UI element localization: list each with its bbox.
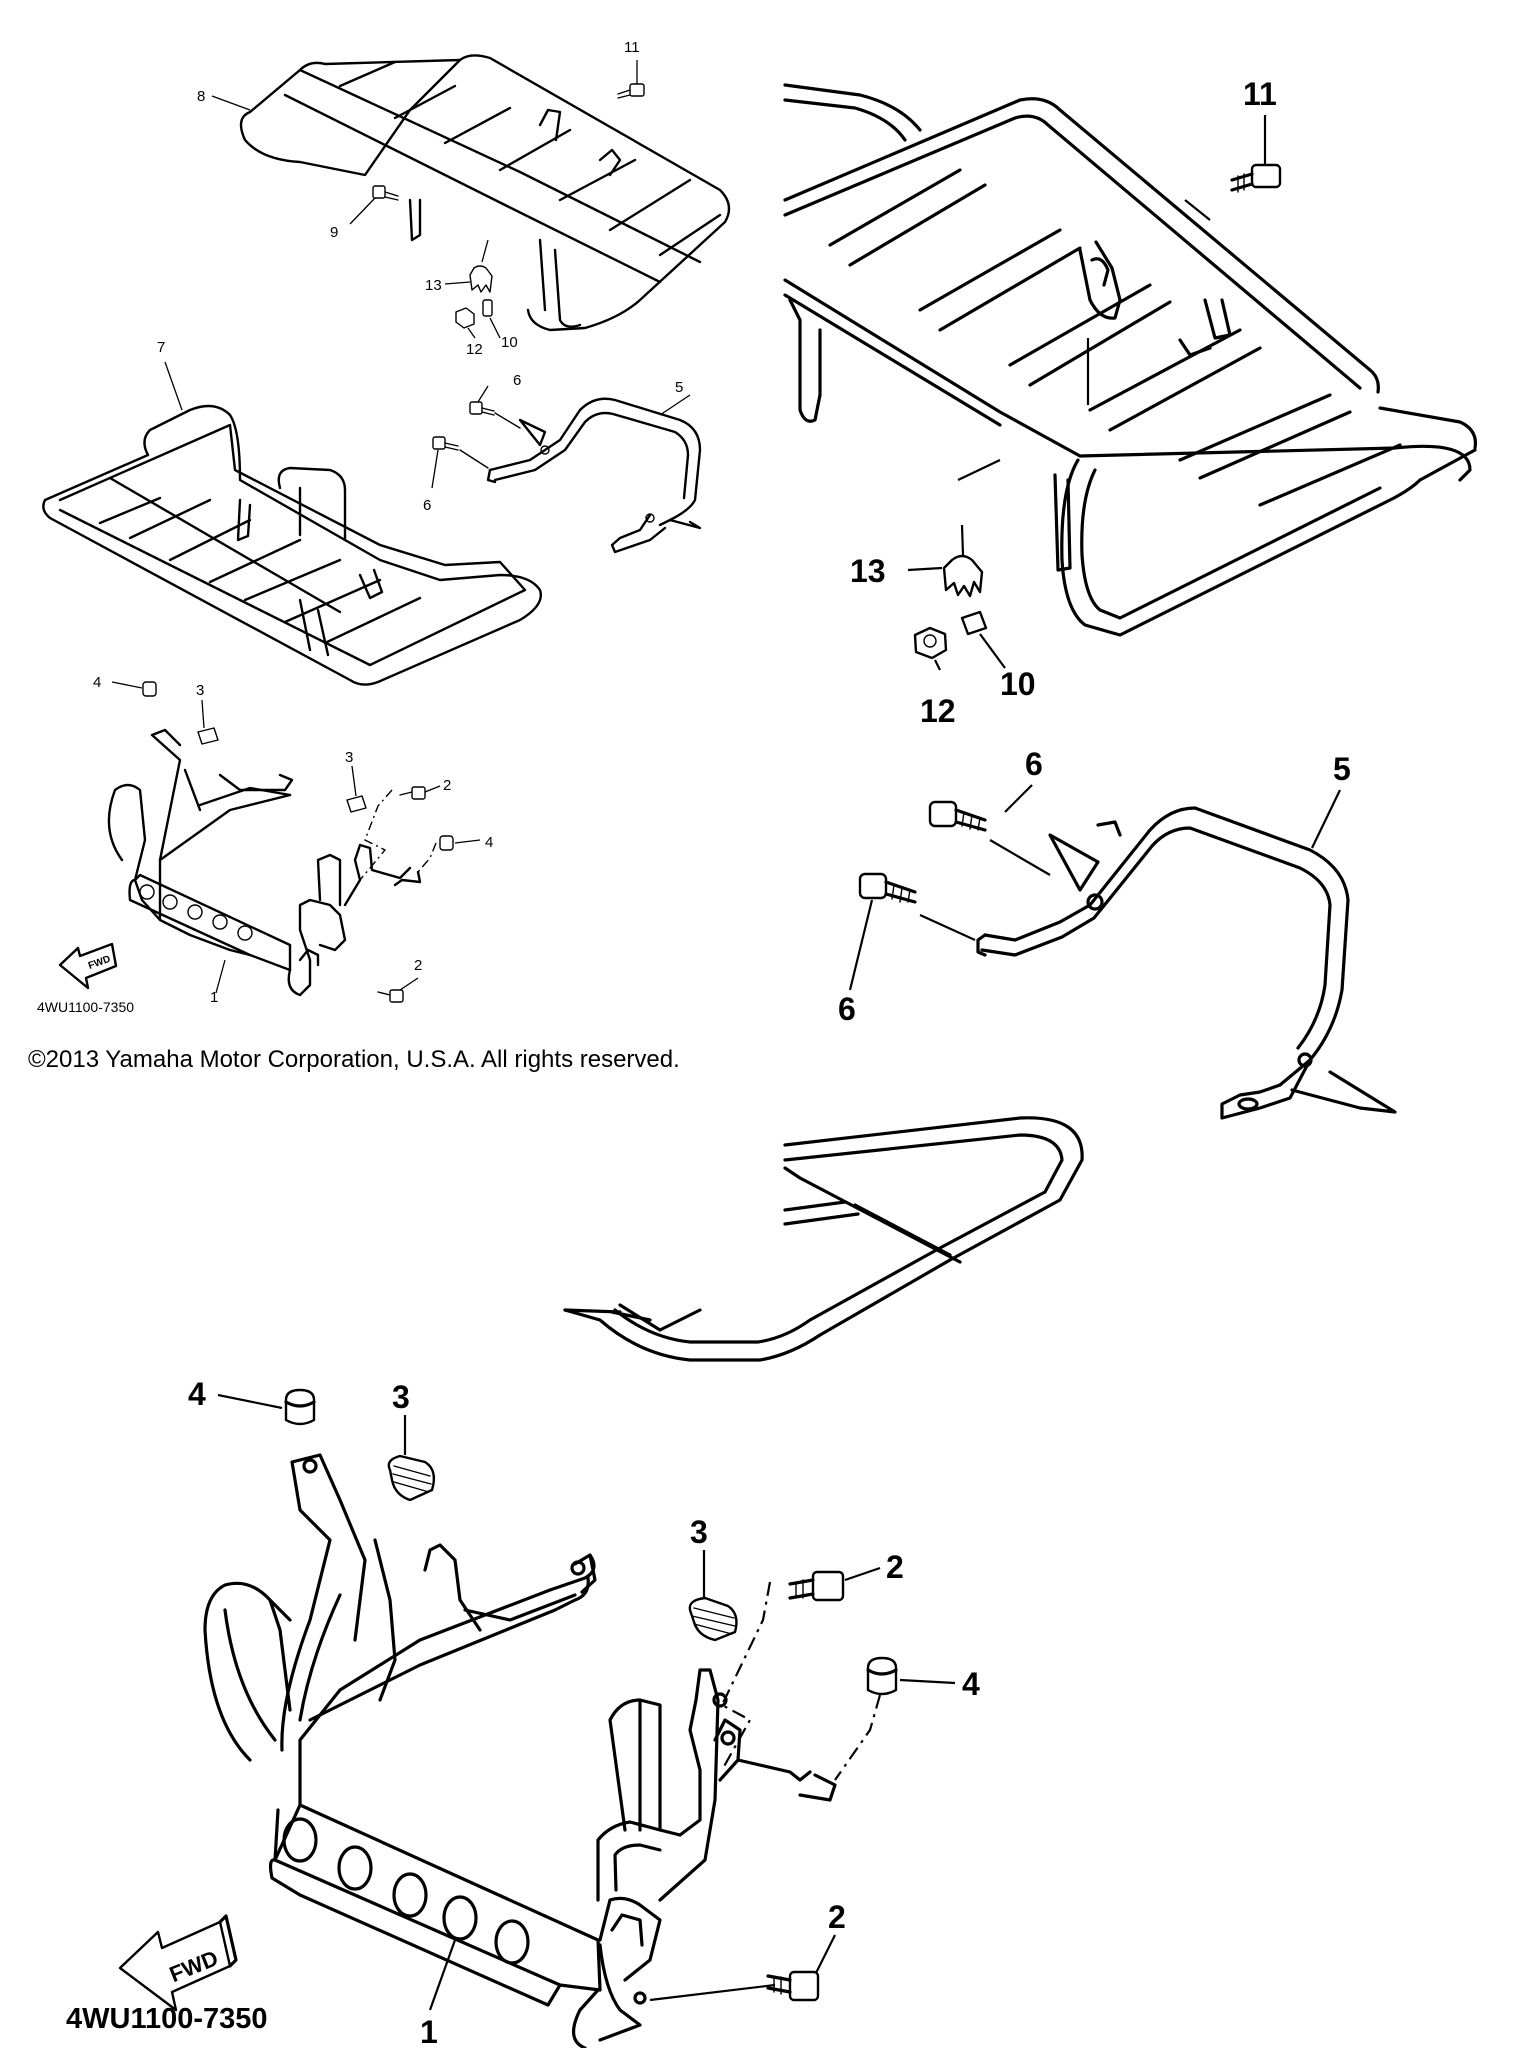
callout-8-small: 8: [197, 88, 205, 105]
callout-9-small: 9: [330, 224, 338, 241]
bolt-6-enlarged: [848, 784, 1051, 991]
fwd-arrow-small: FWD: [58, 942, 118, 990]
callout-5-large: 5: [1333, 751, 1351, 787]
front-bumper-enlarged: [203, 1453, 837, 2048]
callout-2a-small: 2: [443, 777, 451, 794]
callout-6a-small: 6: [513, 372, 521, 389]
callout-4a-small: 4: [93, 674, 101, 691]
front-bumper-small: [107, 728, 422, 997]
rear-carrier-small: [239, 54, 731, 332]
callout-3b-small: 3: [345, 749, 353, 766]
bolt-6-small: [431, 385, 521, 489]
rear-carrier-enlarged: [783, 83, 1478, 637]
callout-13-small: 13: [425, 277, 442, 294]
callout-1-large: 1: [420, 2014, 438, 2048]
nut-collar-small: [455, 299, 501, 339]
clip-13-small: [444, 239, 493, 293]
bolt-9-small: [349, 185, 399, 225]
callout-10-large: 10: [1000, 666, 1036, 702]
drawing-code-small: 4WU1100-7350: [37, 999, 134, 1015]
callout-3a-small: 3: [196, 682, 204, 699]
callout-6b-large: 6: [838, 991, 856, 1027]
callout-12-large: 12: [920, 693, 956, 729]
front-carrier-small: [42, 361, 542, 686]
fwd-arrow-large: FWD: [118, 1914, 238, 2012]
callout-4b-large: 4: [962, 1666, 980, 1702]
front-carrier-fragment: [563, 1116, 1084, 1362]
clip-13-enlarged: [907, 524, 984, 598]
callout-11-large: 11: [1243, 76, 1277, 112]
drawing-code-large: 4WU1100-7350: [66, 2003, 268, 2035]
callout-4b-small: 4: [485, 834, 493, 851]
callout-2a-large: 2: [886, 1549, 904, 1585]
callout-5-small: 5: [675, 379, 683, 396]
guard-bracket-small: [486, 394, 702, 554]
callout-6b-small: 6: [423, 497, 431, 514]
callout-1-small: 1: [210, 989, 218, 1006]
callout-2b-large: 2: [828, 1899, 846, 1935]
callout-12-small: 12: [466, 341, 483, 358]
bolt-11-small: [617, 60, 645, 99]
nut-collar-enlarged: [913, 610, 1006, 671]
guard-bracket-enlarged: [976, 789, 1397, 1120]
callout-6a-large: 6: [1025, 746, 1043, 782]
bolt-11-enlarged: [1230, 115, 1282, 193]
fasteners-enlarged: [217, 1388, 956, 2002]
callout-2b-small: 2: [414, 957, 422, 974]
callout-10-small: 10: [501, 334, 518, 351]
callout-3b-large: 3: [690, 1514, 708, 1550]
callout-7-small: 7: [157, 339, 165, 356]
fasteners-small: [111, 681, 481, 1003]
callout-3a-large: 3: [392, 1379, 410, 1415]
callout-11-small: 11: [624, 39, 640, 56]
copyright-notice: ©2013 Yamaha Motor Corporation, U.S.A. A…: [28, 1046, 680, 1073]
callout-13-large: 13: [850, 553, 886, 589]
callout-4a-large: 4: [188, 1376, 206, 1412]
